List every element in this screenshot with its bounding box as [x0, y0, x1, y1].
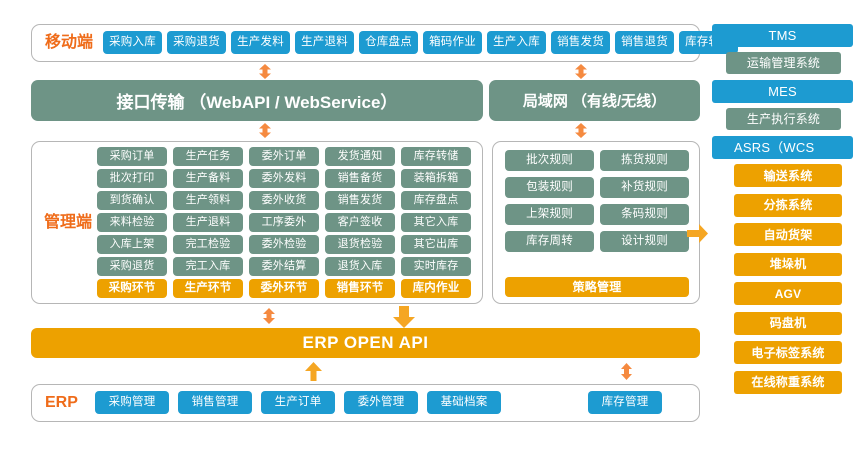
lan-band: 局域网 （有线/无线） — [489, 80, 700, 121]
management-item[interactable]: 委外结算 — [249, 257, 319, 276]
strategy-rule[interactable]: 设计规则 — [600, 231, 689, 252]
management-item[interactable]: 生产备料 — [173, 169, 243, 188]
sidebar-sub-mes[interactable]: 生产执行系统 — [726, 108, 841, 130]
management-item[interactable]: 完工检验 — [173, 235, 243, 254]
strategy-rule[interactable]: 批次规则 — [505, 150, 594, 171]
sidebar-asrs-item[interactable]: 输送系统 — [734, 164, 842, 187]
sidebar-head-mes[interactable]: MES — [712, 80, 853, 103]
down-arrow-icon — [393, 306, 415, 328]
management-item[interactable]: 采购订单 — [97, 147, 167, 166]
management-item[interactable]: 工序委外 — [249, 213, 319, 232]
erp-section-title: ERP — [45, 394, 78, 411]
sidebar-head-asrs[interactable]: ASRS（WCS — [712, 136, 853, 159]
management-item[interactable]: 委外发料 — [249, 169, 319, 188]
management-item[interactable]: 退货检验 — [325, 235, 395, 254]
mobile-item[interactable]: 采购退货 — [167, 31, 226, 54]
sidebar-asrs-item[interactable]: 堆垛机 — [734, 252, 842, 276]
management-item[interactable]: 完工入库 — [173, 257, 243, 276]
strategy-rule[interactable]: 库存周转 — [505, 231, 594, 252]
double-arrow-icon — [261, 308, 277, 324]
sidebar-asrs-item[interactable]: 自动货架 — [734, 223, 842, 246]
erp-button-row: 采购管理 销售管理 生产订单 委外管理 基础档案 — [95, 391, 501, 414]
sidebar-asrs-item[interactable]: 分拣系统 — [734, 193, 842, 217]
sidebar-asrs-item[interactable]: 电子标签系统 — [734, 341, 842, 364]
management-column-footer[interactable]: 采购环节 — [97, 279, 167, 298]
management-item[interactable]: 库存盘点 — [401, 191, 471, 210]
mobile-item[interactable]: 仓库盘点 — [359, 31, 418, 54]
management-item[interactable]: 生产领料 — [173, 191, 243, 210]
right-sidebar: TMS 运输管理系统 MES 生产执行系统 ASRS（WCS 输送系统 分拣系统… — [712, 24, 853, 400]
management-item[interactable]: 发货通知 — [325, 147, 395, 166]
right-arrow-icon — [687, 224, 708, 243]
mobile-button-row: 采购入库 采购退货 生产发料 生产退料 仓库盘点 箱码作业 生产入库 销售发货 … — [103, 31, 738, 54]
management-item[interactable]: 到货确认 — [97, 191, 167, 210]
management-item[interactable]: 其它出库 — [401, 235, 471, 254]
management-item[interactable]: 销售备货 — [325, 169, 395, 188]
mobile-item[interactable]: 销售发货 — [551, 31, 610, 54]
sidebar-head-tms[interactable]: TMS — [712, 24, 853, 47]
erp-open-api-bar: ERP OPEN API — [31, 328, 700, 358]
mobile-item[interactable]: 采购入库 — [103, 31, 162, 54]
strategy-rule[interactable]: 上架规则 — [505, 204, 594, 225]
management-item[interactable]: 装箱拆箱 — [401, 169, 471, 188]
management-column-footer[interactable]: 委外环节 — [249, 279, 319, 298]
management-item[interactable]: 实时库存 — [401, 257, 471, 276]
erp-inventory-item[interactable]: 库存管理 — [588, 391, 662, 414]
mobile-item[interactable]: 箱码作业 — [423, 31, 482, 54]
strategy-rules-grid: 批次规则 拣货规则 包装规则 补货规则 上架规则 条码规则 库存周转 设计规则 — [505, 150, 689, 252]
management-item[interactable]: 来料检验 — [97, 213, 167, 232]
management-column-footer[interactable]: 销售环节 — [325, 279, 395, 298]
double-arrow-icon — [257, 123, 273, 138]
management-section-title: 管理端 — [44, 214, 93, 231]
management-item[interactable]: 销售发货 — [325, 191, 395, 210]
management-item[interactable]: 委外收货 — [249, 191, 319, 210]
management-item[interactable]: 委外检验 — [249, 235, 319, 254]
management-item[interactable]: 委外订单 — [249, 147, 319, 166]
management-item[interactable]: 客户签收 — [325, 213, 395, 232]
double-arrow-icon — [573, 64, 589, 79]
erp-item[interactable]: 采购管理 — [95, 391, 169, 414]
management-item[interactable]: 库存转储 — [401, 147, 471, 166]
management-item[interactable]: 生产退料 — [173, 213, 243, 232]
management-item[interactable]: 生产任务 — [173, 147, 243, 166]
mobile-item[interactable]: 销售退货 — [615, 31, 674, 54]
management-grid: 采购订单 生产任务 委外订单 发货通知 库存转储 批次打印 生产备料 委外发料 … — [97, 147, 471, 298]
sidebar-sub-tms[interactable]: 运输管理系统 — [726, 52, 841, 74]
strategy-rule[interactable]: 包装规则 — [505, 177, 594, 198]
mobile-item[interactable]: 生产入库 — [487, 31, 546, 54]
management-item[interactable]: 其它入库 — [401, 213, 471, 232]
double-arrow-icon — [619, 363, 634, 380]
double-arrow-icon — [573, 123, 589, 138]
management-item[interactable]: 退货入库 — [325, 257, 395, 276]
management-column-footer[interactable]: 生产环节 — [173, 279, 243, 298]
strategy-rule[interactable]: 拣货规则 — [600, 150, 689, 171]
strategy-rule[interactable]: 补货规则 — [600, 177, 689, 198]
interface-transmission-band: 接口传输 （WebAPI / WebService） — [31, 80, 483, 121]
sidebar-asrs-item[interactable]: 在线称重系统 — [734, 370, 842, 394]
mobile-item[interactable]: 生产发料 — [231, 31, 290, 54]
erp-item[interactable]: 基础档案 — [427, 391, 501, 414]
management-column-footer[interactable]: 库内作业 — [401, 279, 471, 298]
erp-item[interactable]: 委外管理 — [344, 391, 418, 414]
management-item[interactable]: 批次打印 — [97, 169, 167, 188]
sidebar-asrs-item[interactable]: 码盘机 — [734, 311, 842, 335]
sidebar-asrs-item[interactable]: AGV — [734, 282, 842, 305]
double-arrow-icon — [257, 64, 273, 79]
management-item[interactable]: 采购退货 — [97, 257, 167, 276]
management-item[interactable]: 入库上架 — [97, 235, 167, 254]
erp-item[interactable]: 生产订单 — [261, 391, 335, 414]
mobile-item[interactable]: 生产退料 — [295, 31, 354, 54]
up-arrow-icon — [305, 362, 322, 381]
strategy-rule[interactable]: 条码规则 — [600, 204, 689, 225]
mobile-section-title: 移动端 — [45, 34, 94, 51]
erp-item[interactable]: 销售管理 — [178, 391, 252, 414]
strategy-footer[interactable]: 策略管理 — [505, 277, 689, 297]
